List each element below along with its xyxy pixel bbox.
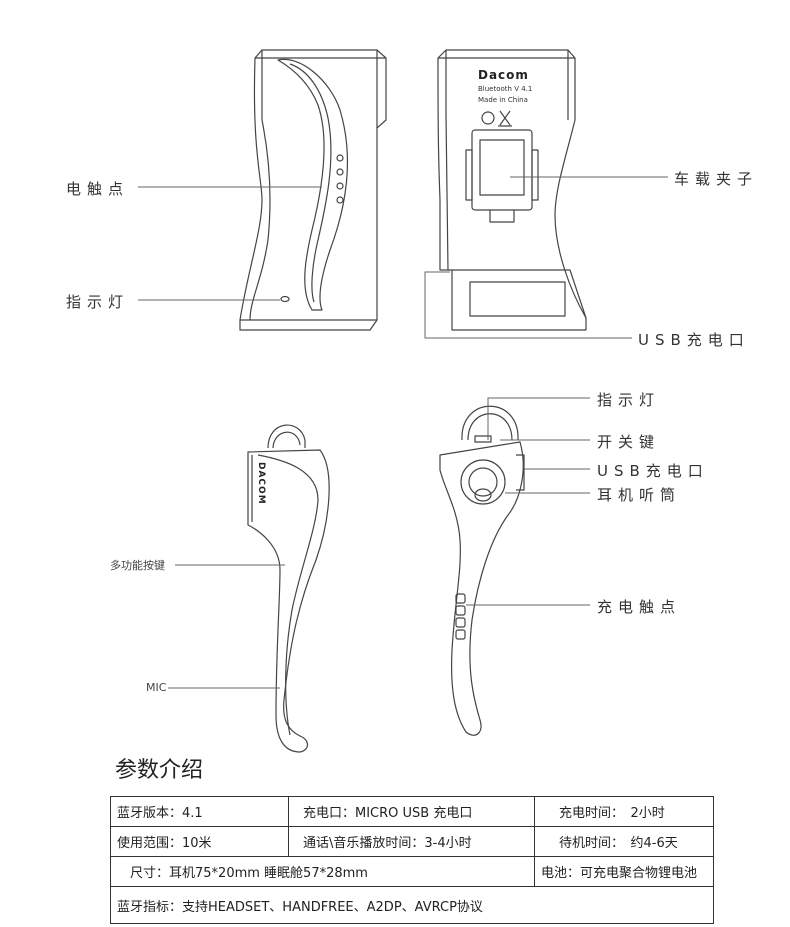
specs-table: 蓝牙版本：4.1 充电口：MICRO USB 充电口 充电时间： 2小时 使用范… <box>110 796 714 924</box>
earpiece-side-view <box>247 424 330 753</box>
earpiece-brand-logo: DACOM <box>256 462 266 505</box>
dock-origin: Made in China <box>478 96 528 104</box>
spec-cell: 待机时间： 约4-6天 <box>534 826 714 857</box>
spec-cell: 充电口：MICRO USB 充电口 <box>288 796 535 827</box>
leader-lines <box>138 176 668 689</box>
spec-cell: 尺寸：耳机75*20mm 睡眠舱57*28mm <box>110 856 535 887</box>
table-row: 蓝牙版本：4.1 充电口：MICRO USB 充电口 充电时间： 2小时 <box>110 796 714 827</box>
dock-bluetooth-version: Bluetooth V 4.1 <box>478 85 533 93</box>
label-earpiece: 耳机听筒 <box>597 486 682 504</box>
label-indicator: 指示灯 <box>66 293 130 311</box>
table-row: 蓝牙指标：支持HEADSET、HANDFREE、A2DP、AVRCP协议 <box>110 886 714 924</box>
label-usb-port-dock: USB充电口 <box>638 331 750 349</box>
spec-cell: 蓝牙指标：支持HEADSET、HANDFREE、A2DP、AVRCP协议 <box>110 886 714 924</box>
dock-front-view <box>239 49 387 331</box>
label-car-clip: 车载夹子 <box>674 170 759 188</box>
label-mic: MIC <box>146 681 167 694</box>
dock-brand-logo: Dacom <box>478 68 529 82</box>
label-usb-port-earpiece: USB充电口 <box>597 462 709 480</box>
spec-cell: 使用范围：10米 <box>110 826 289 857</box>
label-charge-contacts: 充电触点 <box>597 598 682 616</box>
label-indicator-earpiece: 指示灯 <box>597 391 661 409</box>
spec-cell: 蓝牙版本：4.1 <box>110 796 289 827</box>
label-multi-key: 多功能按键 <box>110 559 165 572</box>
table-row: 使用范围：10米 通话\音乐播放时间：3-4小时 待机时间： 约4-6天 <box>110 826 714 857</box>
spec-cell: 充电时间： 2小时 <box>534 796 714 827</box>
label-contacts: 电触点 <box>66 180 130 198</box>
specs-title: 参数介绍 <box>115 758 204 783</box>
spec-cell: 电池：可充电聚合物锂电池 <box>534 856 714 887</box>
table-row: 尺寸：耳机75*20mm 睡眠舱57*28mm 电池：可充电聚合物锂电池 <box>110 856 714 887</box>
label-switch: 开关键 <box>597 433 661 451</box>
dock-back-view <box>437 49 587 331</box>
spec-cell: 通话\音乐播放时间：3-4小时 <box>288 826 535 857</box>
earpiece-front-view <box>439 405 525 736</box>
